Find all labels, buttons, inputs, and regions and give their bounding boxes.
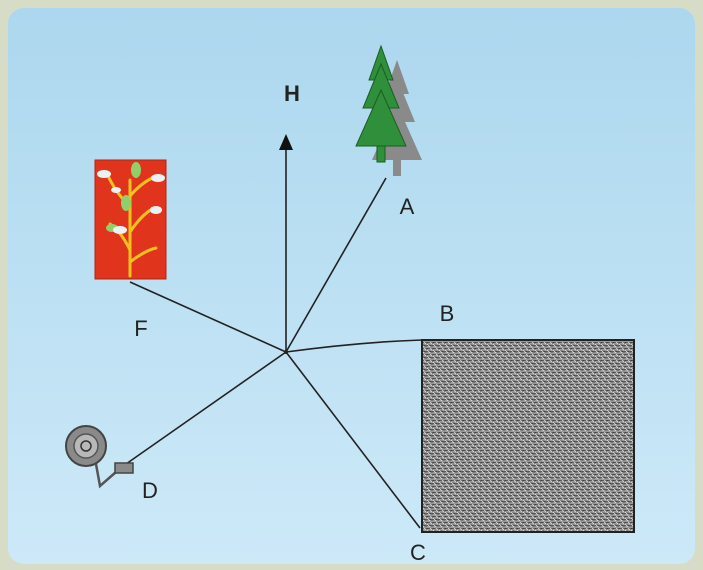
ray-a xyxy=(285,177,387,353)
ray-f xyxy=(129,281,287,353)
north-arrow-icon xyxy=(279,134,293,150)
ray-c xyxy=(285,351,421,529)
painting-icon xyxy=(94,159,167,280)
center-point xyxy=(284,350,288,354)
hatched-box-icon xyxy=(421,339,635,533)
label-d: D xyxy=(142,478,158,503)
rays xyxy=(125,148,423,529)
label-a: A xyxy=(400,194,415,219)
pine-tree-icon xyxy=(355,44,422,176)
ray-d xyxy=(125,351,287,465)
ray-b xyxy=(285,339,423,353)
label-f: F xyxy=(134,316,147,341)
label-north: H xyxy=(284,81,300,106)
label-c: C xyxy=(410,540,426,565)
satellite-dish-icon xyxy=(65,425,134,489)
label-b: B xyxy=(440,301,455,326)
